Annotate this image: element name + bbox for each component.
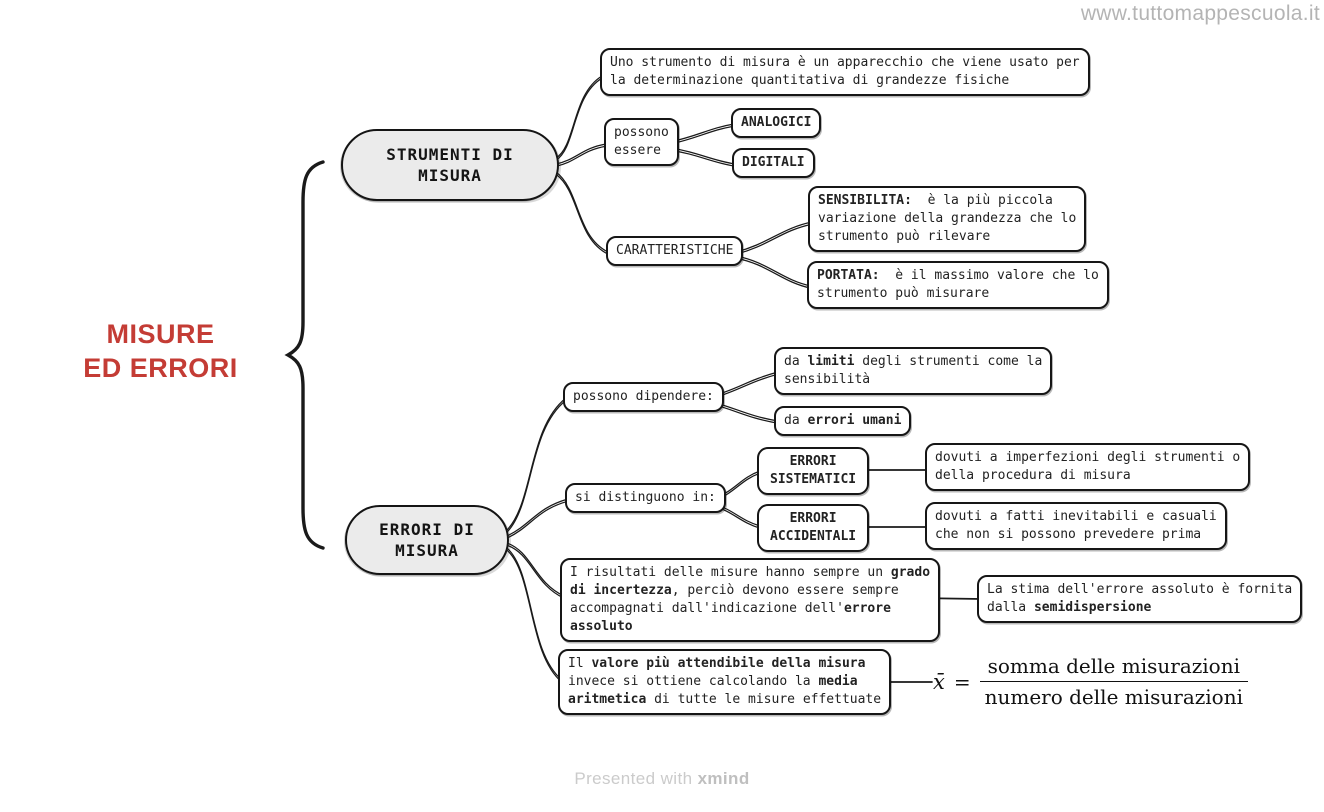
formula-lhs: x̄ [933, 669, 945, 694]
footer-credit-prefix: Presented with [574, 769, 698, 788]
formula-equals: = [953, 669, 971, 694]
box-da-limiti: da limiti degli strumenti come la sensib… [774, 347, 1053, 395]
box-media-aritmetica: Il valore più attendibile della misura i… [558, 649, 892, 715]
box-caratteristiche: CARATTERISTICHE [606, 236, 744, 266]
brace-icon [284, 160, 325, 550]
node-errori-accidentali: ERRORI ACCIDENTALI [757, 504, 870, 552]
box-stima-semidispersione: La stima dell'errore assoluto è fornita … [977, 575, 1303, 623]
watermark-text: www.tuttomappescuola.it [1080, 2, 1320, 25]
node-errori-sistematici: ERRORI SISTEMATICI [757, 447, 870, 495]
node-digitali: DIGITALI [732, 148, 815, 178]
box-si-distinguono: si distinguono in: [565, 483, 726, 513]
node-strumenti-di-misura: STRUMENTI DI MISURA [341, 129, 559, 201]
box-errori-accidentali-desc: dovuti a fatti inevitabili e casuali che… [925, 502, 1227, 550]
box-portata: PORTATA: è il massimo valore che lo stru… [807, 261, 1109, 309]
box-possono-essere: possono essere [604, 118, 679, 166]
box-definizione-strumento: Uno strumento di misura è un apparecchio… [600, 48, 1090, 96]
root-topic-title: MISURE ED ERRORI [83, 319, 238, 383]
box-errori-sistematici-desc: dovuti a imperfezioni degli strumenti o … [925, 443, 1251, 491]
fraction-denominator: numero delle misurazioni [984, 685, 1243, 709]
box-sensibilita: SENSIBILITA: è la più piccola variazione… [808, 186, 1087, 252]
footer-brand: xmind [697, 769, 750, 788]
fraction-numerator: somma delle misurazioni [979, 654, 1248, 682]
footer-credit: Presented with xmind [0, 769, 1324, 789]
box-possono-dipendere: possono dipendere: [563, 382, 724, 412]
formula-fraction: somma delle misurazioni numero delle mis… [979, 654, 1248, 709]
node-errori-di-misura: ERRORI DI MISURA [345, 505, 509, 575]
box-da-errori-umani: da errori umani [774, 406, 912, 436]
formula-media-aritmetica: x̄ = somma delle misurazioni numero dell… [933, 654, 1248, 709]
box-grado-incertezza: I risultati delle misure hanno sempre un… [560, 558, 941, 642]
node-analogici: ANALOGICI [731, 108, 822, 138]
